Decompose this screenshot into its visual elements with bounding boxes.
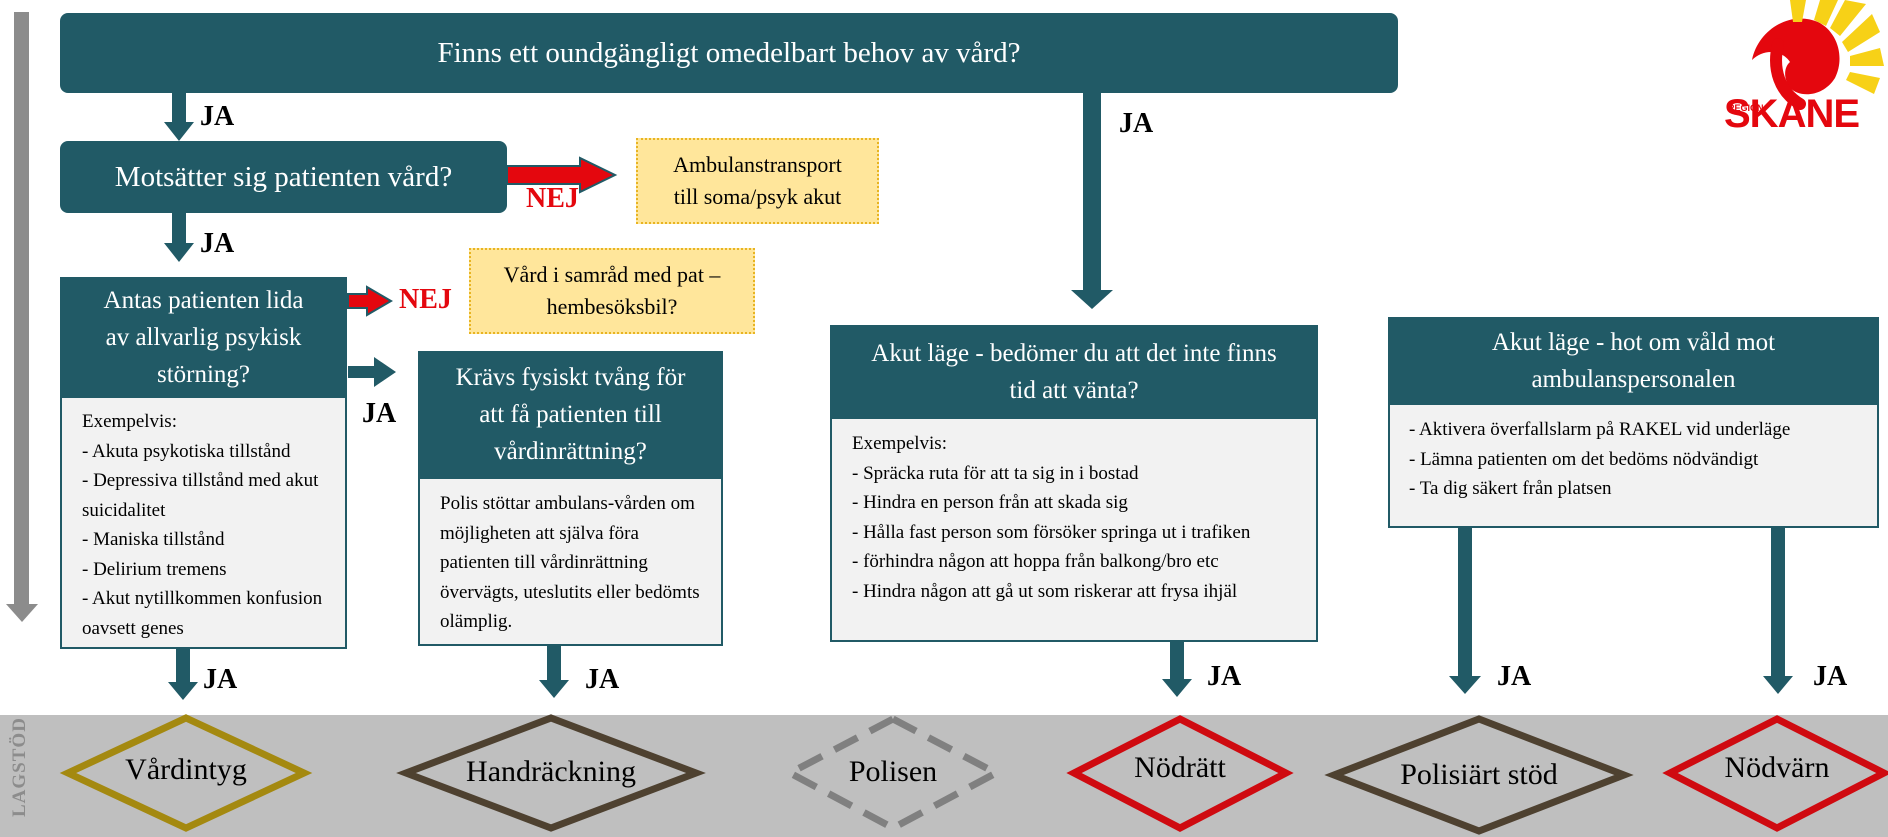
acute-examples-box: Exempelvis: - Spräcka ruta för att ta si… [830, 417, 1318, 642]
home-visit-line-2: hembesöksbil? [546, 294, 678, 319]
diamond-label: Vårdintyg [125, 753, 247, 786]
right-arrow [348, 357, 396, 387]
psych-question-box: Antas patienten lida av allvarlig psykis… [60, 277, 347, 397]
yes-label: JA [200, 228, 235, 259]
acute-example-item: - Spräcka ruta för att ta sig in i bosta… [852, 462, 1139, 484]
yes-label: JA [203, 664, 238, 695]
diamond-label: Polisen [848, 755, 938, 788]
psych-example-item: - Akut nytillkommen konfusion oavsett ge… [82, 588, 323, 639]
yes-label: JA [1497, 661, 1532, 692]
down-arrow [539, 646, 569, 698]
psych-example-item: - Delirium tremens [82, 558, 227, 580]
diamond-vardintyg [59, 714, 313, 832]
psych-question-line-1: Antas patienten lida [103, 286, 304, 314]
diamond-handrackning [396, 714, 706, 832]
down-arrow [1763, 528, 1793, 694]
down-arrow [164, 213, 194, 262]
acute-example-item: - Hålla fast person som försöker springa… [852, 521, 1251, 543]
diamond-label: Polisiärt stöd [1400, 758, 1558, 791]
oppose-question-text: Motsätter sig patienten vård? [114, 160, 453, 193]
yes-label: JA [1207, 661, 1242, 692]
diamond-polisen [782, 715, 1004, 832]
threat-items-box: - Aktivera överfallslarm på RAKEL vid un… [1388, 403, 1879, 528]
psych-examples-box: Exempelvis: - Akuta psykotiska tillstånd… [60, 396, 347, 649]
logo-sun-icon [1752, 0, 1884, 110]
top-question-text: Finns ett oundgängligt omedelbart behov … [437, 36, 1021, 69]
yes-label: JA [362, 398, 397, 429]
force-question-box: Krävs fysiskt tvång för att få patienten… [418, 351, 723, 478]
psych-example-item: - Depressiva tillstånd med akut suicidal… [82, 470, 319, 521]
red-arrow [347, 285, 393, 317]
down-arrow [1071, 93, 1113, 309]
force-question-line-1: Krävs fysiskt tvång för [455, 364, 686, 391]
down-arrow [1162, 642, 1192, 697]
acute-example-item: - förhindra någon att hoppa från balkong… [852, 551, 1219, 572]
force-question-line-3: vårdinrättning? [494, 438, 647, 465]
psych-question-line-2: av allvarlig psykisk [105, 323, 302, 351]
threat-item: - Aktivera överfallslarm på RAKEL vid un… [1409, 419, 1791, 440]
logo-small-text: REGION [1728, 103, 1764, 113]
ambulance-line-1: Ambulanstransport [673, 152, 842, 177]
timeline-arrow-head [6, 604, 38, 622]
yes-label: JA [200, 101, 235, 132]
threat-item: - Lämna patienten om det bedöms nödvändi… [1409, 448, 1759, 470]
force-question-line-2: att få patienten till [479, 401, 662, 428]
threat-question-line-2: ambulanspersonalen [1531, 365, 1736, 393]
home-visit-line-1: Vård i samråd med pat – [503, 262, 721, 287]
acute-example-header: Exempelvis: [852, 433, 947, 454]
no-label: NEJ [526, 183, 579, 214]
psych-question-line-3: störning? [156, 360, 251, 388]
diamond-label: Nödrätt [1134, 751, 1226, 784]
diamond-nodratt [1066, 715, 1294, 832]
oppose-question-box: Motsätter sig patienten vård? [60, 141, 507, 213]
red-arrow [506, 156, 618, 194]
down-arrow [1449, 528, 1481, 694]
timeline-arrow-shaft [14, 12, 29, 606]
diamond-polisiart-stod [1324, 715, 1634, 835]
no-label: NEJ [399, 284, 452, 315]
ambulance-line-2: till soma/psyk akut [673, 184, 842, 209]
down-arrow [164, 93, 194, 141]
acute-question-box: Akut läge - bedömer du att det inte finn… [830, 325, 1318, 418]
acute-question-line-2: tid att vänta? [1009, 376, 1139, 404]
acute-example-item: - Hindra en person från att skada sig [852, 492, 1128, 513]
yes-label: JA [1119, 108, 1154, 139]
yes-label: JA [1813, 661, 1848, 692]
yes-label: JA [585, 664, 620, 695]
ambulance-box: Ambulanstransport till soma/psyk akut [636, 138, 879, 224]
diamond-nodvarn [1662, 715, 1888, 832]
diamond-label: Nödvärn [1724, 751, 1830, 784]
threat-question-box: Akut läge - hot om våld mot ambulanspers… [1388, 317, 1879, 404]
force-text-box: Polis stöttar ambulans-vården om möjligh… [418, 477, 723, 646]
threat-question-line-1: Akut läge - hot om våld mot [1491, 328, 1776, 356]
psych-example-item: - Maniska tillstånd [82, 529, 225, 550]
acute-example-item: - Hindra någon att gå ut som riskerar at… [852, 580, 1238, 602]
logo-big-text: SKÅNE [1724, 92, 1860, 136]
diamond-label: Handräckning [466, 755, 636, 788]
down-arrow [168, 649, 198, 700]
force-text: Polis stöttar ambulans-vården om möjligh… [440, 493, 700, 632]
home-visit-box: Vård i samråd med pat – hembesöksbil? [469, 248, 755, 334]
acute-question-line-1: Akut läge - bedömer du att det inte finn… [871, 339, 1277, 367]
psych-example-item: - Akuta psykotiska tillstånd [82, 440, 291, 462]
threat-item: - Ta dig säkert från platsen [1409, 478, 1612, 499]
top-question-box: Finns ett oundgängligt omedelbart behov … [60, 13, 1398, 93]
psych-example-header: Exempelvis: [82, 411, 177, 432]
